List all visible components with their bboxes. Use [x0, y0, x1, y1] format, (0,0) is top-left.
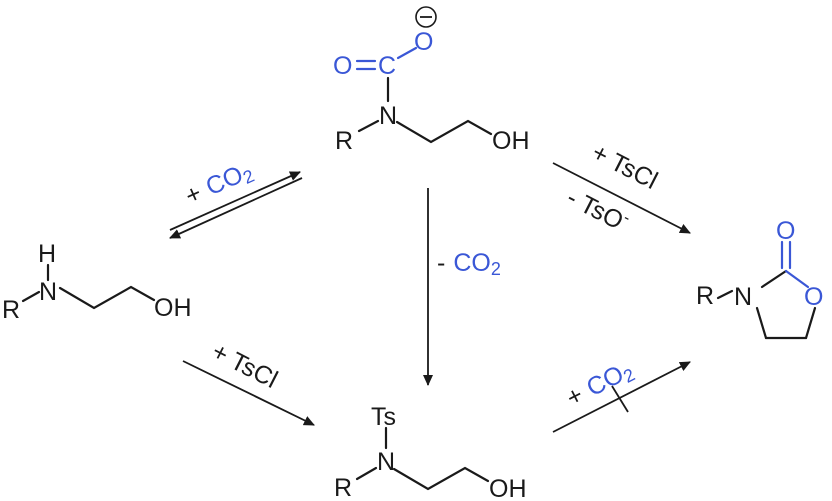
carbamate-o-double: O — [333, 52, 352, 80]
cyclization-arrow — [552, 162, 691, 234]
oxaz-o-carbonyl: O — [776, 217, 795, 245]
ts-label: Ts — [371, 403, 396, 431]
tso-label: - TsO- — [562, 183, 633, 238]
carbamate-o-minus: O — [414, 28, 433, 56]
ts-amine-structure: Ts N R OH — [334, 403, 527, 501]
oxaz-o-ring: O — [804, 283, 823, 311]
oxaz-o-c5-bond — [804, 306, 817, 340]
oxaz-n: N — [734, 283, 752, 311]
ts-amine-r: R — [334, 474, 352, 501]
oxaz-c2-o-ring-bond — [784, 269, 810, 289]
blocked-co2-label: +CO2 — [562, 356, 638, 415]
amine-r-n-bond — [21, 290, 41, 303]
equilibrium-reverse-arrow — [169, 177, 303, 239]
carbamate-r-n-bond — [357, 119, 380, 133]
aminoalcohol-structure: H N R OH — [2, 240, 192, 324]
tscl-label-bottom: + TsCl — [207, 337, 282, 394]
oxaz-c4-n-bond — [755, 306, 768, 340]
blocked-cross-mark — [611, 385, 629, 413]
carbamate-c-o-bond — [396, 46, 418, 60]
blocked-carboxylation-arrow — [552, 361, 691, 433]
carbamate-structure: O C O N R OH — [333, 6, 530, 155]
amine-h: H — [38, 240, 56, 268]
ts-amine-n: N — [377, 448, 395, 476]
amine-n: N — [39, 278, 57, 306]
oxaz-r-n-bond — [716, 289, 734, 300]
carbamate-oh: OH — [492, 127, 530, 155]
ts-amine-oh: OH — [489, 475, 527, 501]
amine-r: R — [2, 296, 20, 324]
amine-ethanol-chain — [58, 285, 156, 310]
carbamate-n: N — [379, 102, 397, 130]
oxaz-n-c2-bond — [760, 269, 788, 289]
amine-oh: OH — [154, 294, 192, 322]
ts-ethanol-chain — [392, 466, 490, 491]
tosylation-arrow — [182, 360, 315, 426]
oxazolidinone-structure: R N O O — [696, 217, 823, 340]
carbamate-c: C — [378, 52, 396, 80]
negative-charge-circle — [415, 6, 437, 28]
oxaz-r: R — [696, 282, 714, 310]
decarboxylation-label: -CO2 — [437, 249, 501, 279]
carbamate-r: R — [335, 127, 353, 155]
carbamate-ethanol-chain — [395, 119, 493, 144]
equilibrium-forward-arrow — [169, 171, 301, 231]
ts-r-n-bond — [355, 466, 378, 481]
